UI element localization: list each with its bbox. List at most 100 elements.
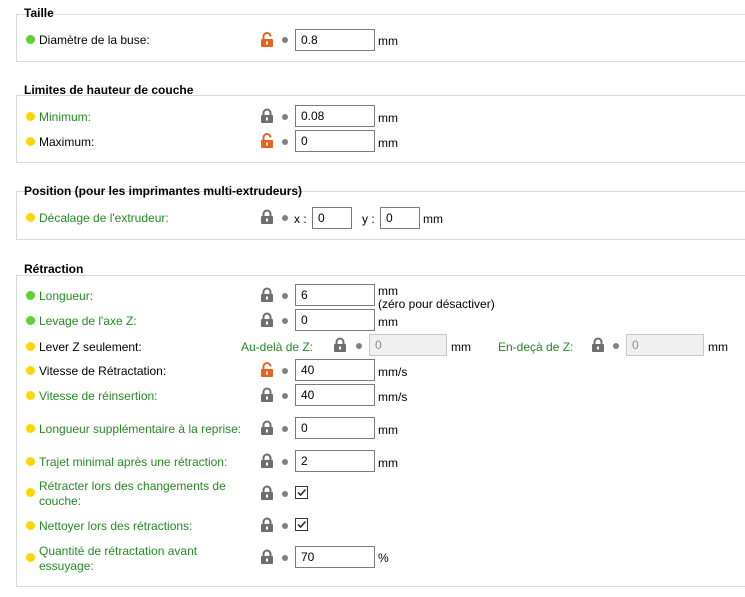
offset-x-label: x : — [294, 212, 307, 226]
bullet-icon — [282, 37, 288, 43]
locked-lock-icon[interactable] — [591, 337, 605, 353]
locked-lock-icon[interactable] — [260, 108, 274, 124]
locked-lock-icon[interactable] — [260, 387, 274, 403]
min-travel-unit: mm — [378, 456, 398, 470]
unlocked-lock-icon[interactable] — [260, 362, 274, 378]
above-z-input[interactable]: 0 — [369, 334, 447, 356]
retract-layer-change-label: Rétracter lors des changements de couche… — [39, 479, 226, 508]
bullet-icon — [282, 293, 288, 299]
only-lift-z-label: Lever Z seulement: — [39, 340, 142, 354]
bullet-icon — [282, 393, 288, 399]
status-dot-yellow — [26, 213, 35, 222]
section-retraction-title: Rétraction — [24, 262, 84, 276]
bullet-icon — [282, 139, 288, 145]
status-dot-green — [26, 291, 35, 300]
locked-lock-icon[interactable] — [260, 517, 274, 533]
bullet-icon — [282, 318, 288, 324]
lift-z-input[interactable]: 0 — [295, 309, 375, 331]
deretract-speed-input[interactable]: 40 — [295, 384, 375, 406]
offset-unit: mm — [423, 212, 443, 226]
above-z-label: Au-delà de Z: — [241, 340, 314, 354]
locked-lock-icon[interactable] — [260, 312, 274, 328]
nozzle-diameter-label: Diamètre de la buse: — [39, 33, 150, 47]
bullet-icon — [282, 459, 288, 465]
extruder-offset-label: Décalage de l'extrudeur: — [39, 211, 169, 225]
status-dot-yellow — [26, 521, 35, 530]
status-dot-yellow — [26, 342, 35, 351]
retract-before-wipe-unit: % — [378, 551, 389, 565]
status-dot-yellow — [26, 366, 35, 375]
retract-speed-label: Vitesse de Rétractation: — [39, 364, 167, 378]
min-layer-label: Minimum: — [39, 110, 92, 124]
retract-length-input[interactable]: 6 — [295, 284, 375, 306]
lift-z-unit: mm — [378, 315, 398, 329]
deretract-speed-label: Vitesse de réinsertion: — [39, 389, 158, 403]
bullet-icon — [282, 114, 288, 120]
offset-y-label: y : — [362, 212, 375, 226]
retract-length-hint: (zéro pour désactiver) — [378, 297, 495, 311]
restart-extra-label: Longueur supplémentaire à la reprise: — [39, 422, 242, 436]
retract-length-unit: mm — [378, 284, 398, 298]
wipe-label: Nettoyer lors des rétractions: — [39, 519, 193, 533]
locked-lock-icon[interactable] — [260, 485, 274, 501]
bullet-icon — [282, 491, 288, 497]
lift-z-label: Levage de l'axe Z: — [39, 314, 137, 328]
status-dot-yellow — [26, 457, 35, 466]
locked-lock-icon[interactable] — [333, 337, 347, 353]
unlocked-lock-icon[interactable] — [260, 32, 274, 48]
status-dot-yellow — [26, 553, 35, 562]
status-dot-green — [26, 316, 35, 325]
status-dot-green — [26, 35, 35, 44]
retract-speed-unit: mm/s — [378, 365, 408, 379]
section-size-title: Taille — [24, 6, 54, 20]
locked-lock-icon[interactable] — [260, 453, 274, 469]
status-dot-yellow — [26, 488, 35, 497]
bullet-icon — [282, 368, 288, 374]
status-dot-yellow — [26, 137, 35, 146]
below-z-input[interactable]: 0 — [626, 334, 704, 356]
above-z-unit: mm — [451, 340, 471, 354]
bullet-icon — [282, 426, 288, 432]
bullet-icon — [613, 343, 619, 349]
max-layer-input[interactable]: 0 — [295, 130, 375, 152]
retract-before-wipe-input[interactable]: 70 — [295, 546, 375, 568]
unlocked-lock-icon[interactable] — [260, 133, 274, 149]
retract-before-wipe-label: Quantité de rétractation avant essuyage: — [39, 544, 198, 573]
nozzle-diameter-input[interactable]: 0.8 — [295, 29, 375, 51]
bullet-icon — [356, 343, 362, 349]
max-layer-label: Maximum: — [39, 135, 95, 149]
min-layer-unit: mm — [378, 111, 398, 125]
section-position-box — [16, 191, 745, 240]
wipe-checkbox[interactable] — [295, 518, 308, 531]
status-dot-yellow — [26, 391, 35, 400]
section-layer-limits-title: Limites de hauteur de couche — [24, 83, 194, 97]
locked-lock-icon[interactable] — [260, 420, 274, 436]
offset-y-input[interactable]: 0 — [380, 207, 420, 229]
below-z-label: En-deçà de Z: — [498, 340, 574, 354]
bullet-icon — [282, 523, 288, 529]
section-size-box — [16, 14, 745, 62]
bullet-icon — [282, 215, 288, 221]
offset-x-input[interactable]: 0 — [312, 207, 352, 229]
retract-layer-change-checkbox[interactable] — [295, 486, 308, 499]
restart-extra-unit: mm — [378, 423, 398, 437]
section-layer-limits-box — [16, 95, 745, 163]
min-layer-input[interactable]: 0.08 — [295, 105, 375, 127]
locked-lock-icon[interactable] — [260, 287, 274, 303]
min-travel-input[interactable]: 2 — [295, 450, 375, 472]
status-dot-yellow — [26, 112, 35, 121]
locked-lock-icon[interactable] — [260, 209, 274, 225]
max-layer-unit: mm — [378, 136, 398, 150]
locked-lock-icon[interactable] — [260, 549, 274, 565]
section-retraction-box — [16, 275, 745, 587]
checkmark-icon — [297, 488, 307, 497]
bullet-icon — [282, 555, 288, 561]
min-travel-label: Trajet minimal après une rétraction: — [39, 455, 228, 469]
retract-length-label: Longueur: — [39, 289, 94, 303]
retract-speed-input[interactable]: 40 — [295, 359, 375, 381]
status-dot-yellow — [26, 424, 35, 433]
restart-extra-input[interactable]: 0 — [295, 417, 375, 439]
section-position-title: Position (pour les imprimantes multi-ext… — [24, 184, 303, 198]
deretract-speed-unit: mm/s — [378, 390, 408, 404]
checkmark-icon — [297, 520, 307, 529]
